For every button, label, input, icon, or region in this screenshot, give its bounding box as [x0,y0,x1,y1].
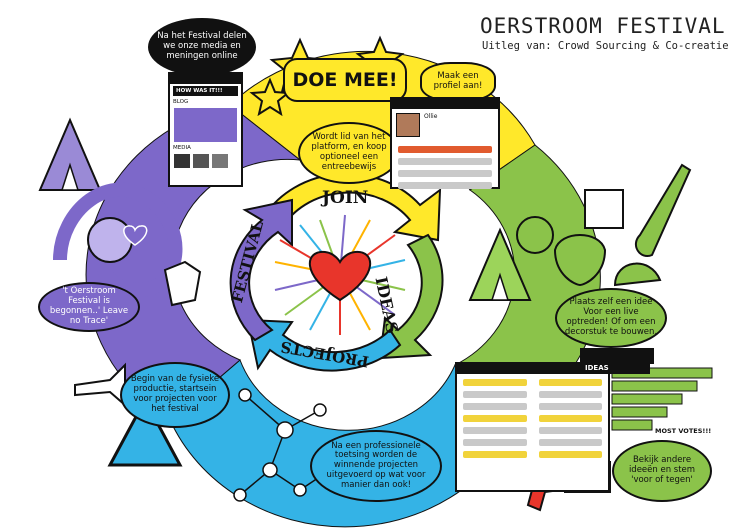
profile-screen: Ollie [390,97,500,189]
vote-bar [611,380,698,392]
project-network [233,388,337,502]
profile-row [398,182,492,189]
cycle-label-join: JOIN [322,188,369,208]
ideas-panel-label: IDEAS [582,362,650,374]
ideas-list-row [538,415,602,422]
media-screen: HOW WAS IT!!! BLOG MEDIA [168,72,243,187]
media-label: MEDIA [173,145,191,151]
purple-heart-icon [123,225,148,246]
page-subtitle: Uitleg van: Crowd Sourcing & Co-creatie [482,40,729,52]
media-blog: BLOG [173,99,189,105]
media-how-was-it: HOW WAS IT!!! [173,86,238,96]
profile-name: Ollie [424,113,438,120]
green-person-icon [613,262,662,287]
ideas-list-row [463,415,527,422]
ideas-list-row [538,391,602,398]
ideas-list-row [463,427,527,434]
vote-bars [611,367,713,431]
callout-wordt-lid: Wordt lid van het platform, en koop opti… [298,122,400,184]
cube-icon [584,189,624,229]
media-crowd-image [174,108,237,142]
page-title: OERSTROOM FESTIVAL [480,14,726,38]
media-thumbnails [170,152,241,170]
vote-bar [611,419,653,431]
ideas-list-row [538,451,602,458]
vote-bar [611,406,668,418]
ideas-list-row [463,439,527,446]
green-tent-door [490,272,510,301]
festival-arrow [229,198,293,342]
profile-avatar [396,113,420,137]
ideas-list-row [538,427,602,434]
doe-mee-badge[interactable]: DOE MEE! [283,58,407,102]
ideas-list-titlebar [457,364,608,374]
profile-row [398,158,492,165]
green-mask-icon [553,234,607,287]
profile-row [398,170,492,177]
purple-shield-icon [163,260,202,307]
callout-bekijk: Bekijk andere ideeën en stem 'voor of te… [612,440,712,502]
most-votes-label: MOST VOTES!!! [655,427,712,435]
callout-begin-productie: Begin van de fysieke productie, startsei… [120,362,230,428]
tent-door [60,162,80,191]
join-arrow [263,172,442,242]
callout-begonnen: 't Oerstroom Festival is begonnen..' Lea… [38,282,140,332]
profile-screen-titlebar [392,99,498,109]
warning-sign-icon [107,396,183,467]
ideas-list-row [463,403,527,410]
ideas-list-row [463,451,527,458]
green-disc-icon [516,216,554,254]
heart-icon [309,250,371,302]
ideas-list-screen [455,362,610,492]
doe-mee-label: DOE MEE! [292,69,398,91]
purple-swirl [53,182,183,298]
ideas-list-row [538,439,602,446]
ideas-list-row [463,391,527,398]
ideas-list-row [538,403,602,410]
vote-bar [611,393,683,405]
callout-toetsing: Na een professionele toetsing worden de … [310,430,442,502]
purple-circle [87,217,133,263]
profile-row [398,146,492,153]
ideas-list-row [463,379,527,386]
callout-plaats-idee: Plaats zelf een idee Voor een live optre… [555,288,667,348]
ideas-list-row [538,379,602,386]
media-screen-titlebar [170,74,241,84]
callout-na-festival: Na het Festival delen we onze media en m… [148,18,256,76]
green-guitar-icon [634,163,692,257]
callout-profiel: Maak een profiel aan! [420,62,496,102]
